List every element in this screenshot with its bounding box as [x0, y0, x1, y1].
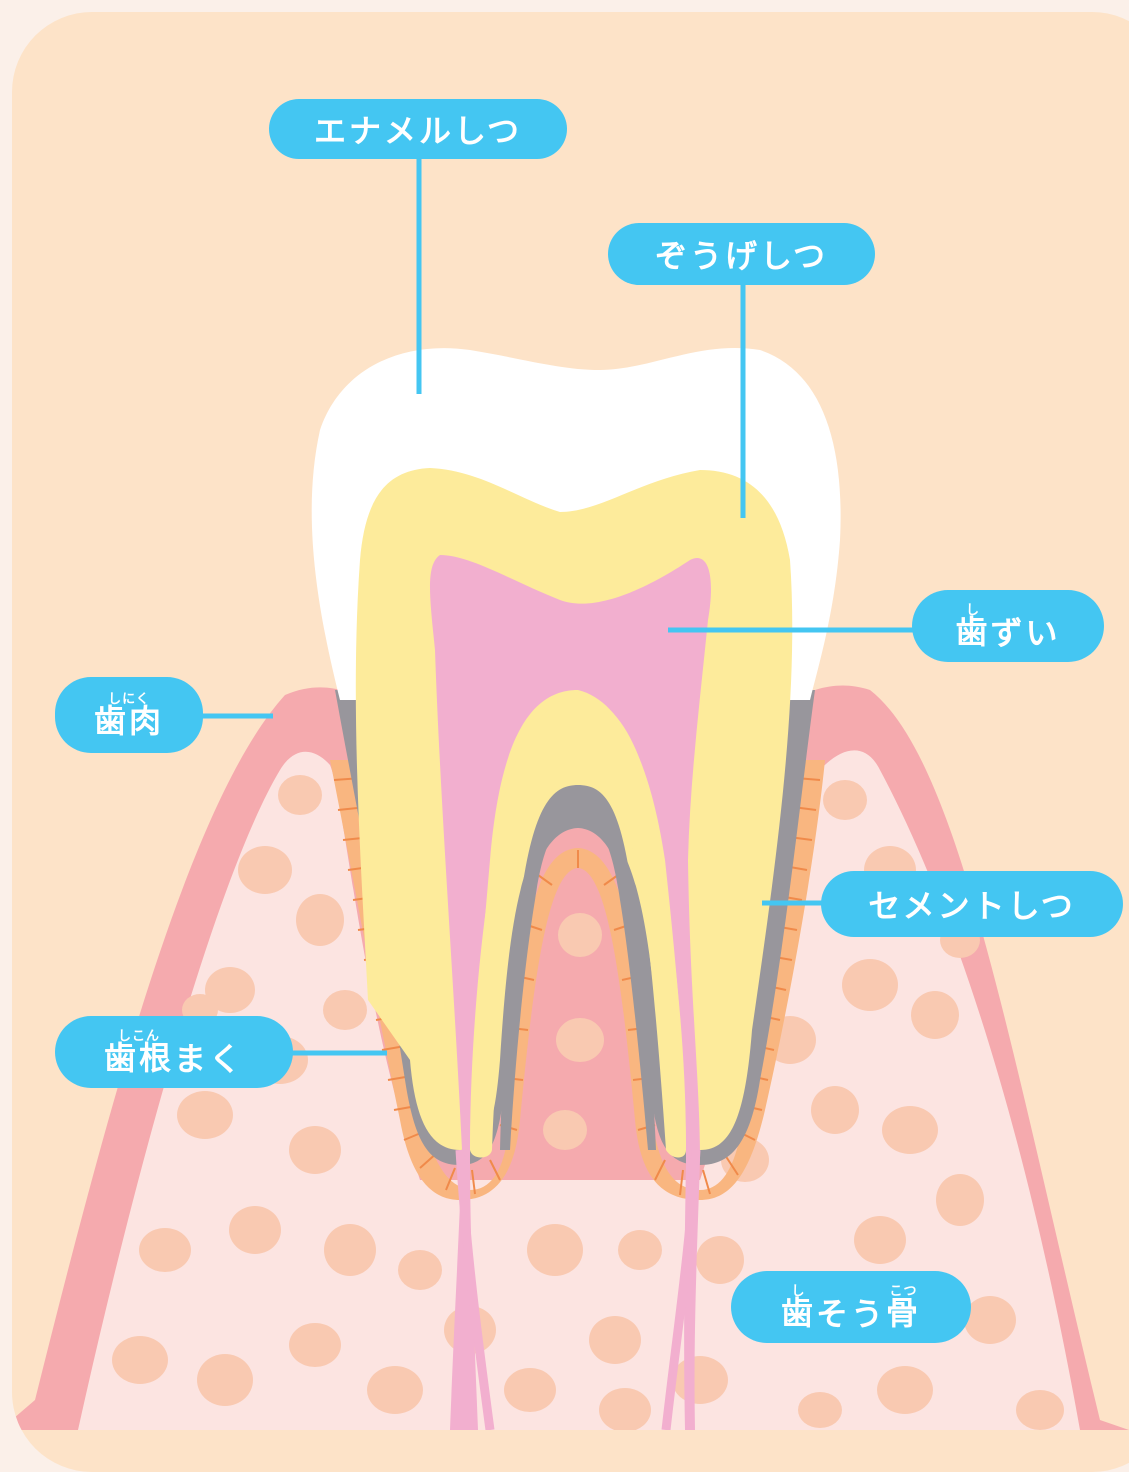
label-enamel-text: エナメルしつ [314, 106, 522, 152]
label-pulp-rest: ずい [991, 617, 1061, 649]
label-bone-kana: そう [816, 1298, 886, 1330]
label-dentin: ぞうげしつ [608, 223, 875, 285]
label-pdl-rest: まく [174, 1043, 244, 1075]
label-gum-kanji: 歯肉 [94, 705, 164, 737]
label-bone: し 歯 そう こつ 骨 [731, 1271, 971, 1343]
label-pdl-kanji: 歯根 [104, 1042, 174, 1074]
label-pulp-kanji-ruby: し 歯 [955, 604, 990, 648]
label-pulp-kanji: 歯 [955, 616, 990, 648]
label-gum: しにく 歯肉 [55, 677, 203, 753]
label-dentin-text: ぞうげしつ [655, 231, 828, 277]
label-pdl-kanji-ruby: しこん歯根 [104, 1030, 174, 1074]
label-pdl: しこん歯根まく [55, 1016, 293, 1088]
label-bone-kanji1: 歯 [781, 1297, 816, 1329]
label-cementum: セメントしつ [821, 871, 1123, 937]
label-bone-kanji2: 骨 [886, 1297, 921, 1329]
label-enamel: エナメルしつ [269, 99, 567, 159]
label-cementum-text: セメントしつ [868, 881, 1075, 927]
label-bone-kanji1-ruby: し 歯 [781, 1285, 816, 1329]
label-pulp: し 歯 ずい [912, 590, 1104, 662]
label-gum-kanji-ruby: しにく 歯肉 [94, 693, 164, 737]
label-bone-kanji2-ruby: こつ 骨 [886, 1285, 921, 1329]
